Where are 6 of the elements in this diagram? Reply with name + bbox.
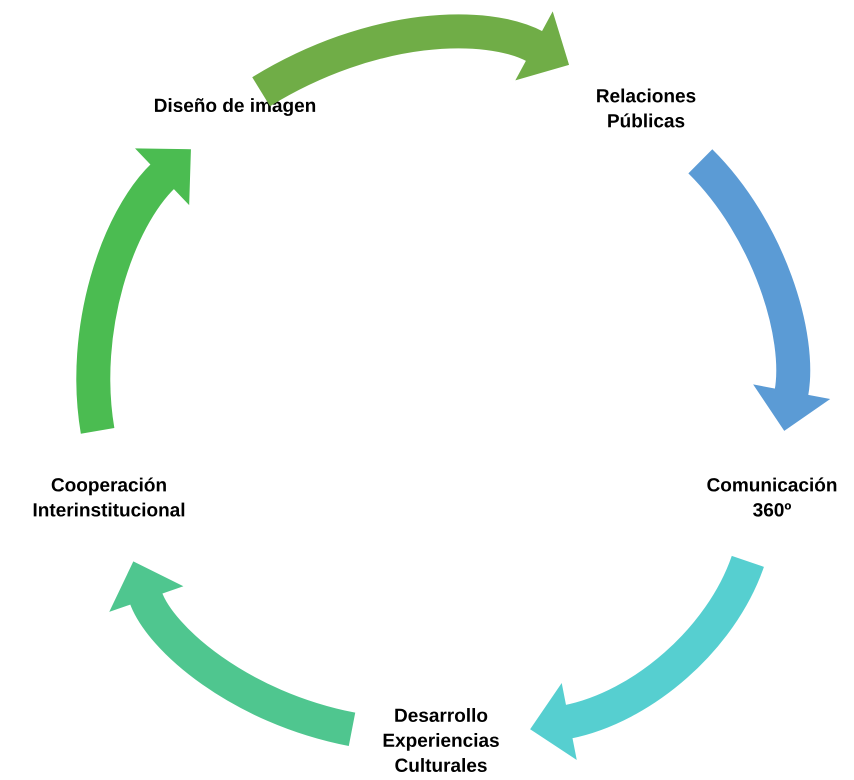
step-label: Relaciones Públicas <box>597 88 696 128</box>
step-label: Desarrollo Experiencias Culturales <box>384 708 499 772</box>
step-label: Comunicación 360º <box>707 477 836 517</box>
step-label: Diseño de imagen <box>154 98 316 116</box>
curved-arrow <box>76 148 191 433</box>
step-label: Cooperación Interinstitucional <box>34 477 184 517</box>
